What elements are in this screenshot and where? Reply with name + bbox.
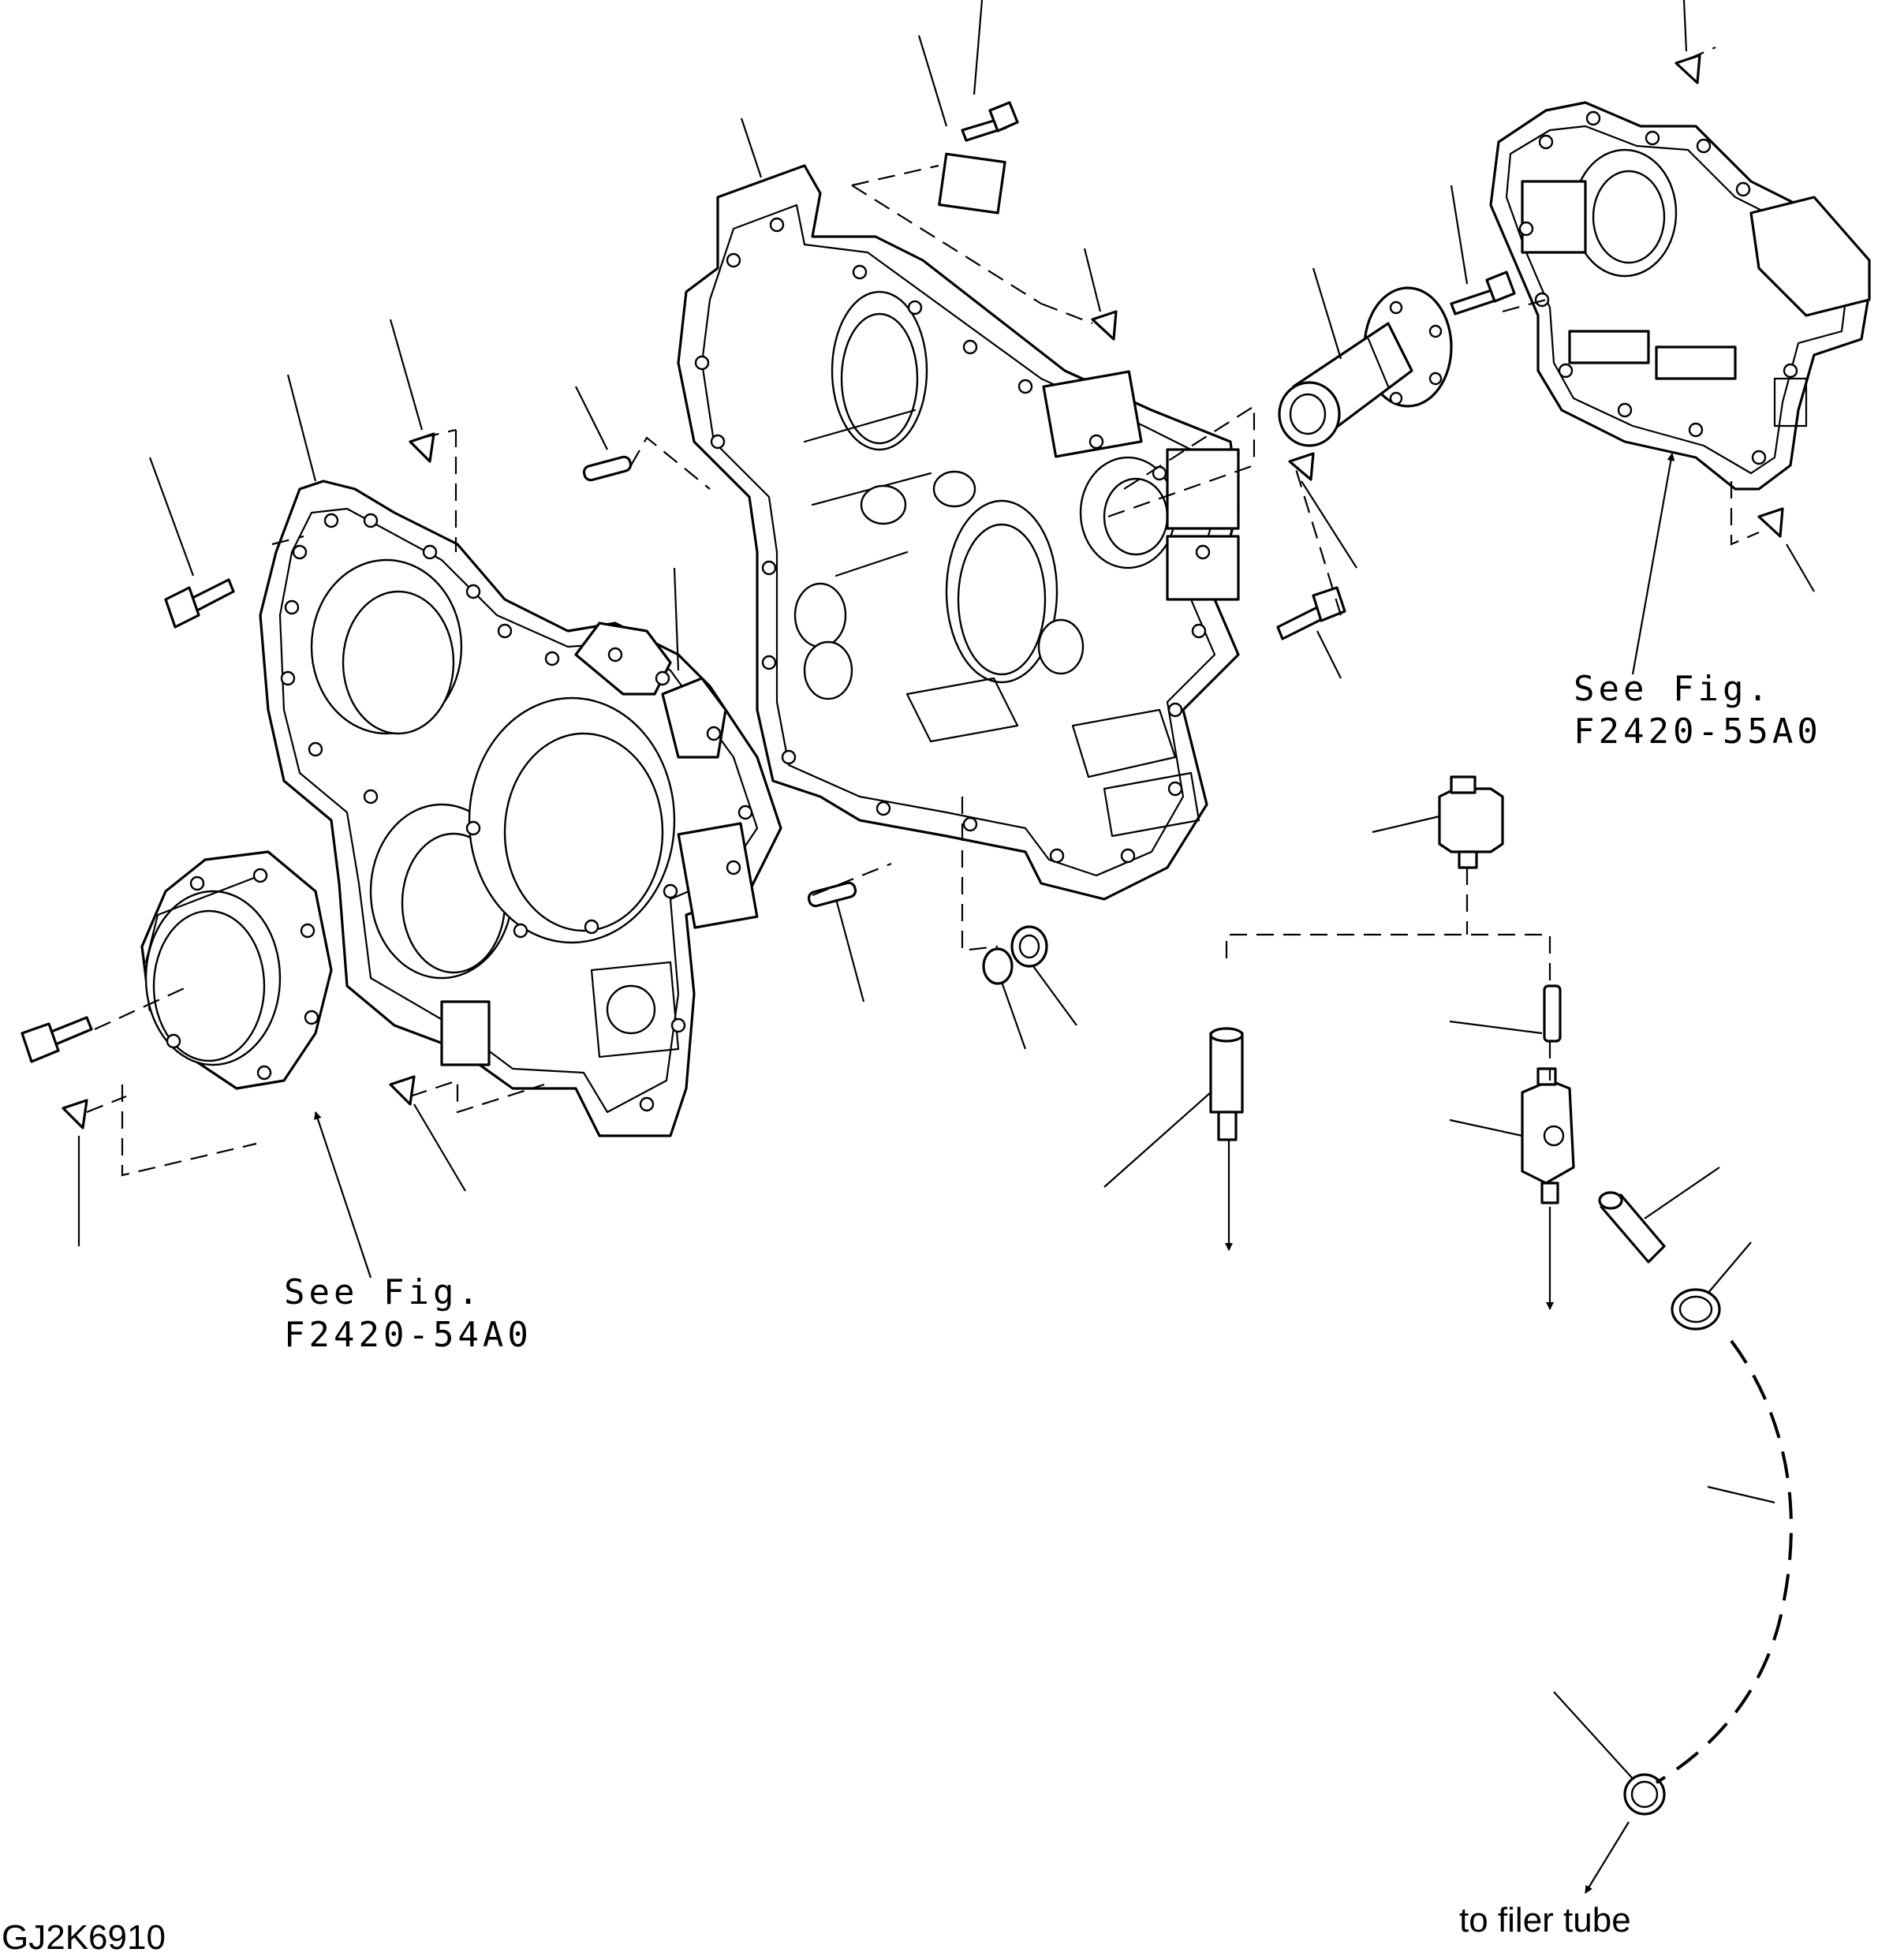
fig-number-right: F2420-55A0: [1574, 711, 1822, 752]
arrow-see-fig-right: [1631, 453, 1675, 675]
arrow-to-filler-tube: [1585, 1821, 1630, 1894]
bolt-right-cover: [1450, 271, 1516, 315]
rear-cover-housing: [1489, 101, 1871, 491]
see-fig-callout-left: See Fig. F2420-54A0: [284, 1271, 532, 1357]
bolt-left-cover: [164, 578, 235, 629]
transmission-case-housing: [677, 164, 1240, 901]
bolt-center-right: [1276, 586, 1346, 640]
see-fig-callout-right: See Fig. F2420-55A0: [1574, 668, 1822, 753]
cover-bolt-holes: [280, 513, 753, 1112]
breather-assembly: [1209, 775, 1721, 1816]
bolt-top-center: [961, 101, 1019, 142]
fasteners: [21, 54, 1784, 1129]
bolt-left-flange: [21, 1016, 93, 1063]
arrow-see-fig-left: [314, 1111, 372, 1279]
seal-carrier-flange: [140, 850, 333, 1090]
front-cover-housing: [259, 480, 782, 1137]
diagram-code: GJ2K6910: [2, 1918, 166, 1957]
see-fig-label-left: See Fig.: [284, 1272, 483, 1312]
filler-tube-note: to filer tube: [1459, 1901, 1631, 1939]
see-fig-label-right: See Fig.: [1574, 669, 1772, 709]
sleeve-hub: [1278, 286, 1453, 447]
flange-bolt-holes: [694, 217, 1211, 864]
assembly-guide-lines: [86, 46, 1793, 1784]
fig-number-left: F2420-54A0: [284, 1315, 532, 1355]
direction-arrows: [314, 453, 1675, 1894]
part-leader-lines: [77, 0, 1815, 1779]
